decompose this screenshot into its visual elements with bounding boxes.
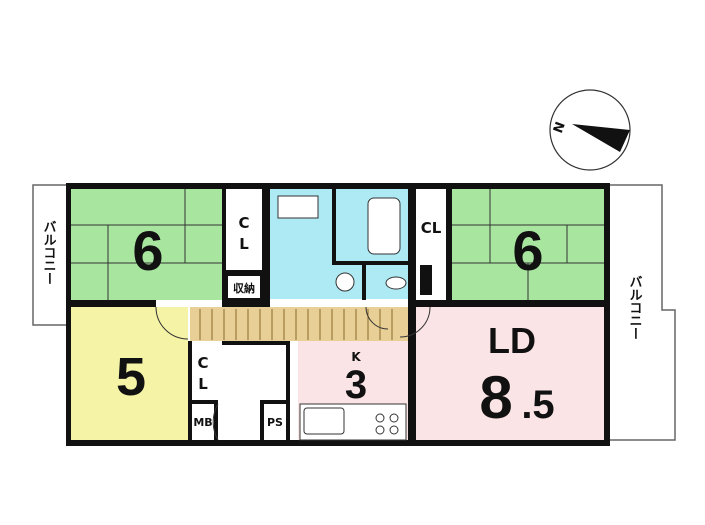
room-west-yellow [70,307,188,440]
room-west-size: 5 [116,347,146,407]
ps-label: PS [267,416,283,429]
compass: N [549,89,631,171]
toilet-icon [385,276,407,290]
hallway [190,307,408,341]
bathtub-icon [367,197,401,255]
door-swings [155,306,431,441]
room-west-tatami-size: 6 [132,219,163,282]
mb-closet [192,404,214,440]
washing-machine-icon [335,272,355,292]
kitchen-counter [299,403,407,441]
closet-west-upper [226,189,262,270]
kitchen-tag: K [351,350,361,364]
balcony-west-label: バルコニー [41,220,57,285]
balcony-east-label: バルコニー [627,275,643,340]
tatami-lines-west [70,189,222,300]
closet-west-lower-c: C [197,354,208,372]
washbasin-icon [277,195,319,219]
room-west-tatami [70,189,222,300]
room-east-tatami-size: 6 [512,219,543,282]
storage-closet [228,276,260,298]
closet-east-label: CL [421,219,442,237]
balcony-east-outline [606,184,676,441]
closet-east [416,189,446,265]
closet-west-upper-c: C [238,214,249,232]
closet-west-upper-l: L [239,235,249,253]
mb-label: MB [193,416,212,429]
compass-north-label: N [551,120,569,135]
balcony-west-outline [32,184,68,326]
ld-size-int: 8 [479,364,512,431]
tatami-lines-east [452,189,604,300]
ld-size-frac: .5 [521,383,554,427]
hallway-floorboards [199,309,393,340]
storage-label: 収納 [233,281,255,295]
closet-west-lower [192,341,214,400]
closet-west-lower-l: L [198,375,208,393]
kitchen-size: 3 [345,363,367,407]
ps-closet [264,404,286,440]
compass-north-arrow-icon [572,124,630,152]
entrance [218,404,260,440]
ld-tag: LD [488,320,536,361]
